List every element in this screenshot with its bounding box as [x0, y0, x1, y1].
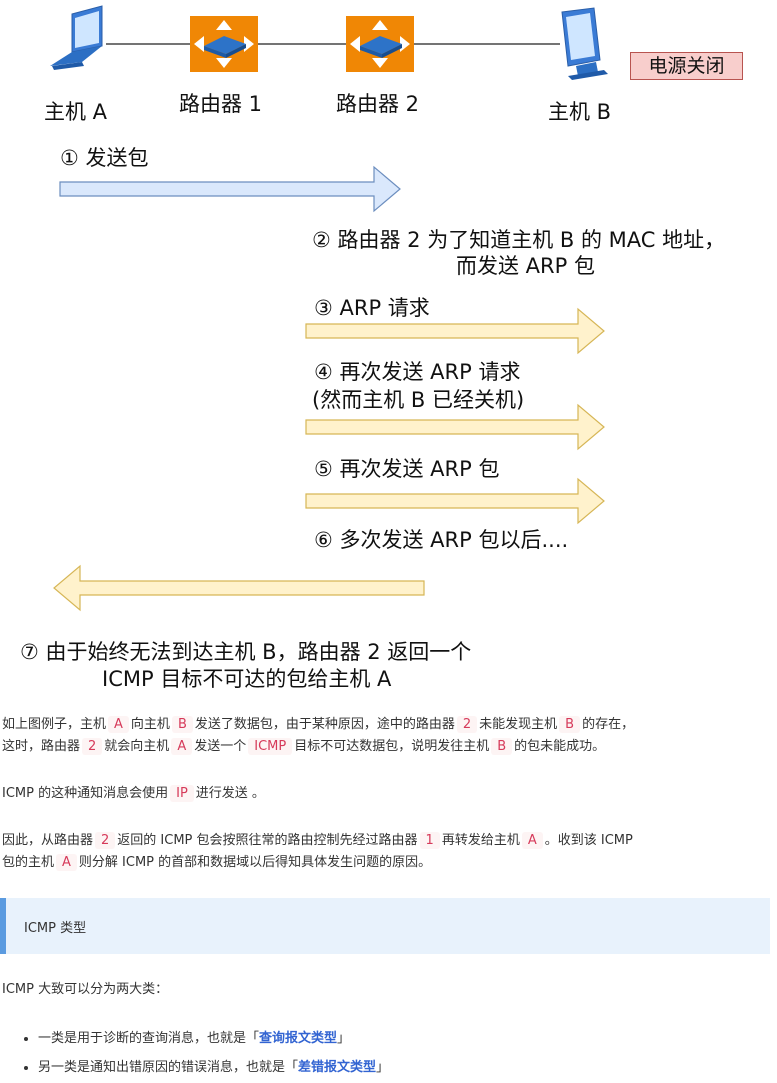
inline-code: IP [170, 785, 194, 802]
inline-code: A [171, 738, 193, 755]
text-span: 因此，从路由器 [2, 833, 94, 848]
text-span: 则分解 ICMP 的首部和数据域以后得知具体发生问题的原因。 [78, 855, 432, 870]
router-2-label: 路由器 2 [336, 92, 420, 116]
step-4-label-line2: (然而主机 B 已经关机) [312, 388, 525, 412]
monitor-icon [561, 7, 608, 80]
text-span: 向主机 [130, 717, 170, 732]
inline-code: B [171, 716, 193, 733]
step-7-label-line1: ⑦ 由于始终无法到达主机 B，路由器 2 返回一个 [20, 640, 472, 664]
host-a-label: 主机 A [44, 100, 108, 124]
arrow-arp-request [305, 307, 605, 355]
text-span: 包的主机 [2, 855, 55, 870]
step-1-label: ① 发送包 [60, 146, 149, 170]
router-1-label: 路由器 1 [179, 92, 263, 116]
list-item: 另一类是通知出错原因的错误消息，也就是「差错报文类型」 [38, 1053, 389, 1082]
text-span: 。收到该 ICMP [544, 833, 633, 848]
step-6-label: ⑥ 多次发送 ARP 包以后.... [314, 528, 569, 552]
text-span: 一类是用于诊断的查询消息，也就是「 [38, 1031, 260, 1046]
error-message-link[interactable]: 差错报文类型 [298, 1060, 377, 1075]
router-icon [346, 16, 414, 72]
inline-code: B [491, 738, 513, 755]
section-heading: ICMP 类型 [24, 921, 87, 936]
text-span: 就会向主机 [104, 739, 170, 754]
text-span: 」 [376, 1060, 390, 1075]
text-span: 进行发送 。 [195, 786, 265, 801]
section-heading-callout: ICMP 类型 [0, 898, 770, 954]
laptop-icon [50, 5, 103, 70]
host-b-label: 主机 B [548, 100, 612, 124]
text-span: ICMP 的这种通知消息会使用 [2, 786, 169, 801]
text-span: 发送了数据包，由于某种原因，途中的路由器 [194, 717, 455, 732]
list-item: 一类是用于诊断的查询消息，也就是「查询报文类型」 [38, 1024, 389, 1053]
text-span: 」 [337, 1031, 351, 1046]
router-icon [190, 16, 258, 72]
paragraph-categories: ICMP 大致可以分为两大类： [2, 982, 169, 997]
inline-code: 2 [456, 716, 478, 733]
step-7-label-line2: ICMP 目标不可达的包给主机 A [102, 667, 392, 691]
category-list: 一类是用于诊断的查询消息，也就是「查询报文类型」 另一类是通知出错原因的错误消息… [20, 1024, 389, 1082]
step-2-label-line1: ② 路由器 2 为了知道主机 B 的 MAC 地址， [312, 228, 726, 252]
text-span: 的包未能成功。 [514, 739, 606, 754]
inline-code: B [559, 716, 581, 733]
text-span: 这时，路由器 [2, 739, 81, 754]
inline-code: A [56, 854, 77, 871]
arrow-arp-again [305, 477, 605, 525]
inline-code: 2 [82, 738, 103, 755]
inline-code: A [521, 832, 543, 849]
arrow-arp-retry [305, 403, 605, 451]
step-4-label-line1: ④ 再次发送 ARP 请求 [314, 360, 521, 384]
inline-code: 2 [95, 832, 116, 849]
inline-code: 1 [419, 832, 440, 849]
inline-code: ICMP [248, 738, 293, 755]
text-span: 返回的 ICMP 包会按照往常的路由控制先经过路由器 [117, 833, 418, 848]
inline-code: A [108, 716, 129, 733]
arrow-send-packet [59, 165, 401, 213]
text-span: 如上图例子，主机 [2, 717, 107, 732]
diagram-graphics [50, 5, 608, 612]
power-off-badge: 电源关闭 [630, 52, 743, 80]
step-3-label: ③ ARP 请求 [314, 296, 430, 320]
icmp-diagram: 主机 A 路由器 1 路由器 2 主机 B 电源关闭 ① 发送包 ② 路由器 2… [20, 5, 743, 691]
text-span: 未能发现主机 [479, 717, 558, 732]
text-span: 目标不可达数据包，说明发往主机 [294, 739, 490, 754]
query-message-link[interactable]: 查询报文类型 [259, 1031, 338, 1046]
text-span: 再转发给主机 [441, 833, 520, 848]
text-span: 发送一个 [194, 739, 247, 754]
arrow-icmp-unreachable [53, 564, 425, 612]
step-2-label-line2: 而发送 ARP 包 [456, 254, 595, 278]
text-span: 另一类是通知出错原因的错误消息，也就是「 [38, 1060, 299, 1075]
step-5-label: ⑤ 再次发送 ARP 包 [314, 457, 500, 481]
text-span: 的存在， [582, 717, 635, 732]
